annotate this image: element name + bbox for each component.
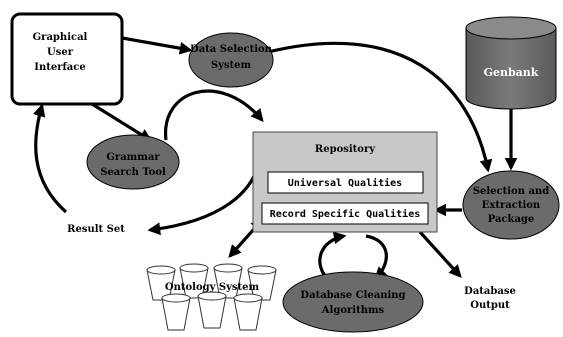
grammar-label-2: Search Tool xyxy=(100,167,166,178)
gui-node: Graphical User Interface xyxy=(10,12,124,106)
selection-extraction-label-3: Package xyxy=(488,214,535,225)
gui-label-1: Graphical xyxy=(33,32,88,43)
cleaning-node: Database Cleaning Algorithms xyxy=(282,271,424,333)
grammar-node: Grammar Search Tool xyxy=(86,134,180,190)
arrow-grammar-to-repository xyxy=(164,89,264,141)
gui-label-2: User xyxy=(47,47,74,58)
cleaning-label-1: Database Cleaning xyxy=(300,290,405,301)
universal-qualities-box xyxy=(267,171,424,194)
database-output-node: Database Output xyxy=(464,286,516,311)
genbank-label: Genbank xyxy=(484,66,539,79)
data-selection-node: Data Selection System xyxy=(188,32,274,88)
arrow-gui-to-grammar xyxy=(91,102,153,142)
data-selection-label-2: System xyxy=(211,60,252,71)
record-specific-box xyxy=(261,202,429,225)
universal-qualities-label: Universal Qualities xyxy=(288,177,402,189)
selection-extraction-label-1: Selection and xyxy=(473,186,549,197)
arrow-repository-to-output xyxy=(418,230,462,278)
gui-label-3: Interface xyxy=(34,62,85,73)
arrow-gui-to-data-selection xyxy=(121,36,193,55)
ontology-label: Ontology System xyxy=(165,282,260,293)
repository-title: Repository xyxy=(315,144,376,155)
result-set-label: Result Set xyxy=(67,224,125,235)
ontology-cup xyxy=(146,263,277,331)
grammar-label-1: Grammar xyxy=(106,152,160,163)
database-output-label-1: Database xyxy=(464,286,516,297)
repository-node: Repository Universal Qualities Record Sp… xyxy=(252,131,438,233)
record-specific-label: Record Specific Qualities xyxy=(270,208,421,220)
data-selection-label-1: Data Selection xyxy=(190,44,273,55)
arrow-result-set-to-gui xyxy=(32,103,68,214)
arrow-data-selection-to-extraction xyxy=(267,41,493,173)
database-output-label-2: Output xyxy=(470,300,510,311)
selection-extraction-label-2: Extraction xyxy=(482,200,541,211)
cleaning-label-2: Algorithms xyxy=(321,305,385,316)
ontology-node: Ontology System xyxy=(146,263,277,331)
selection-extraction-node: Selection and Extraction Package xyxy=(462,170,560,240)
genbank-node: Genbank xyxy=(465,16,557,110)
arrow-cleaning-loop-right xyxy=(365,234,388,280)
